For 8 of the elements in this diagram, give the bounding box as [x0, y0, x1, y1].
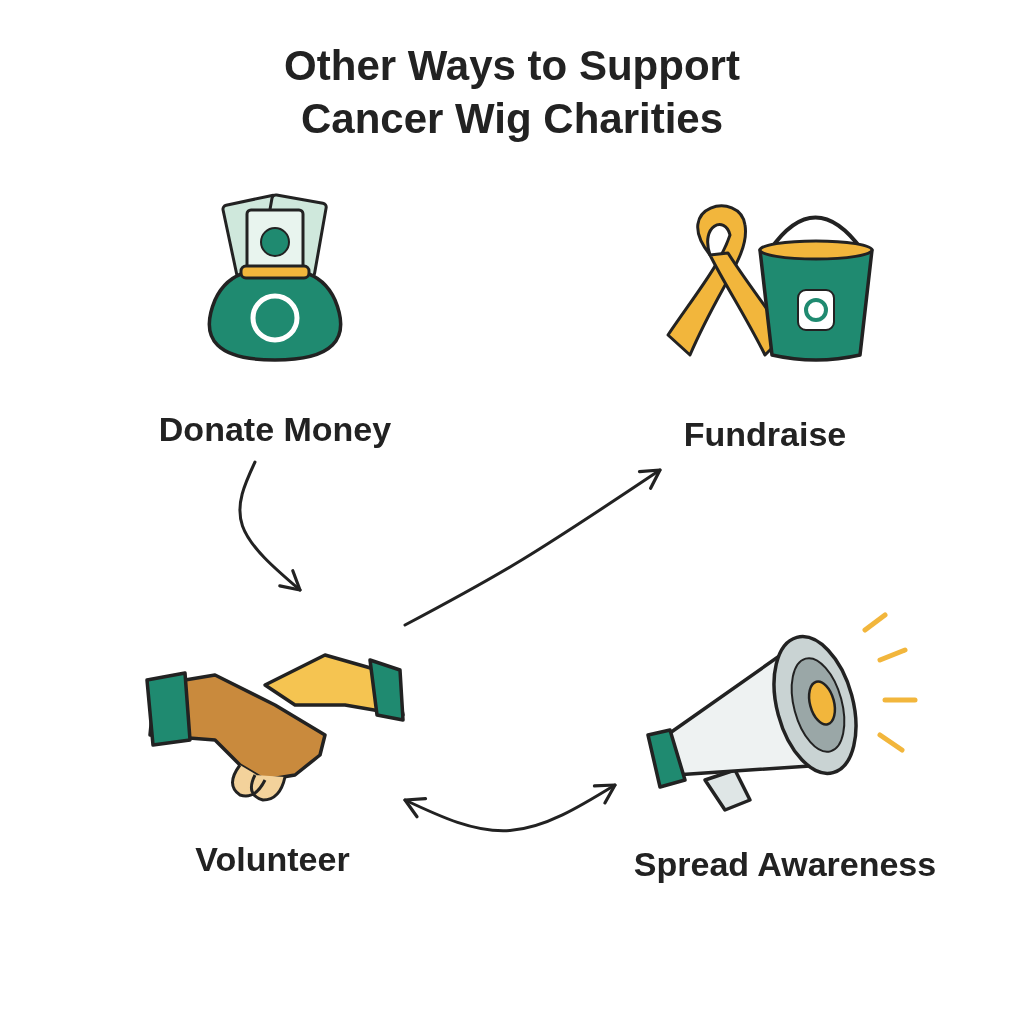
- item-label: Donate Money: [157, 410, 393, 449]
- arrow: [238, 460, 302, 592]
- arrow: [403, 468, 662, 627]
- item-label: Volunteer: [194, 840, 351, 879]
- item-label: Fundraise: [682, 415, 848, 454]
- title: Other Ways to Support Cancer Wig Charities: [283, 41, 741, 144]
- arrow: [403, 783, 617, 833]
- item-label: Spread Awareness: [632, 845, 938, 884]
